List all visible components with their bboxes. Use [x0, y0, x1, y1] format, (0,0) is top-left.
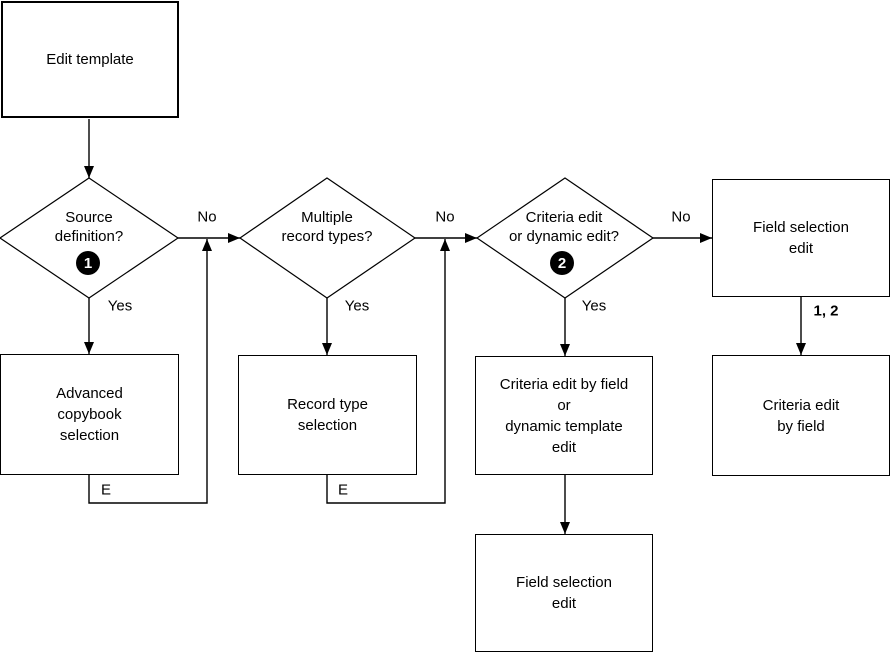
badge-2-icon: 2: [550, 251, 574, 275]
label-record-type-selection: Record type selection: [287, 396, 368, 434]
node-field-selection-edit-bottom: Field selection edit: [475, 534, 653, 652]
node-criteria-edit-by-field: Criteria edit by field: [712, 355, 890, 476]
label-no-3: No: [671, 208, 691, 226]
node-advanced-copybook-selection: Advanced copybook selection: [0, 354, 179, 475]
label-one-two: 1, 2: [813, 302, 839, 320]
badge-1-icon: 1: [76, 251, 100, 275]
label-no-1: No: [197, 208, 217, 226]
label-field-selection-edit-top: Field selection edit: [753, 219, 849, 257]
node-field-selection-edit-top: Field selection edit: [712, 179, 890, 297]
decision-multiple-record-types: [238, 177, 417, 299]
label-edit-template: Edit template: [46, 51, 134, 68]
label-yes-3: Yes: [581, 297, 607, 315]
feedback-e2-line: [326, 239, 450, 504]
node-criteria-edit-or-dynamic-template-edit: Criteria edit by field or dynamic templa…: [475, 356, 653, 475]
label-advanced-copybook-selection: Advanced copybook selection: [56, 385, 123, 444]
label-e-1: E: [100, 481, 112, 499]
node-edit-template: Edit template: [1, 1, 179, 118]
label-no-2: No: [435, 208, 455, 226]
node-record-type-selection: Record type selection: [238, 355, 417, 475]
decision-criteria-or-dynamic: [475, 177, 655, 299]
label-criteria-edit-or-dynamic-template-edit: Criteria edit by field or dynamic templa…: [499, 375, 629, 456]
label-yes-2: Yes: [344, 297, 370, 315]
label-criteria-edit-by-field: Criteria edit by field: [762, 396, 840, 435]
label-field-selection-edit-bottom: Field selection edit: [516, 574, 612, 612]
feedback-e1-line: [88, 239, 212, 504]
decision-source-definition: [0, 177, 180, 299]
label-e-2: E: [337, 481, 349, 499]
label-yes-1: Yes: [107, 297, 133, 315]
